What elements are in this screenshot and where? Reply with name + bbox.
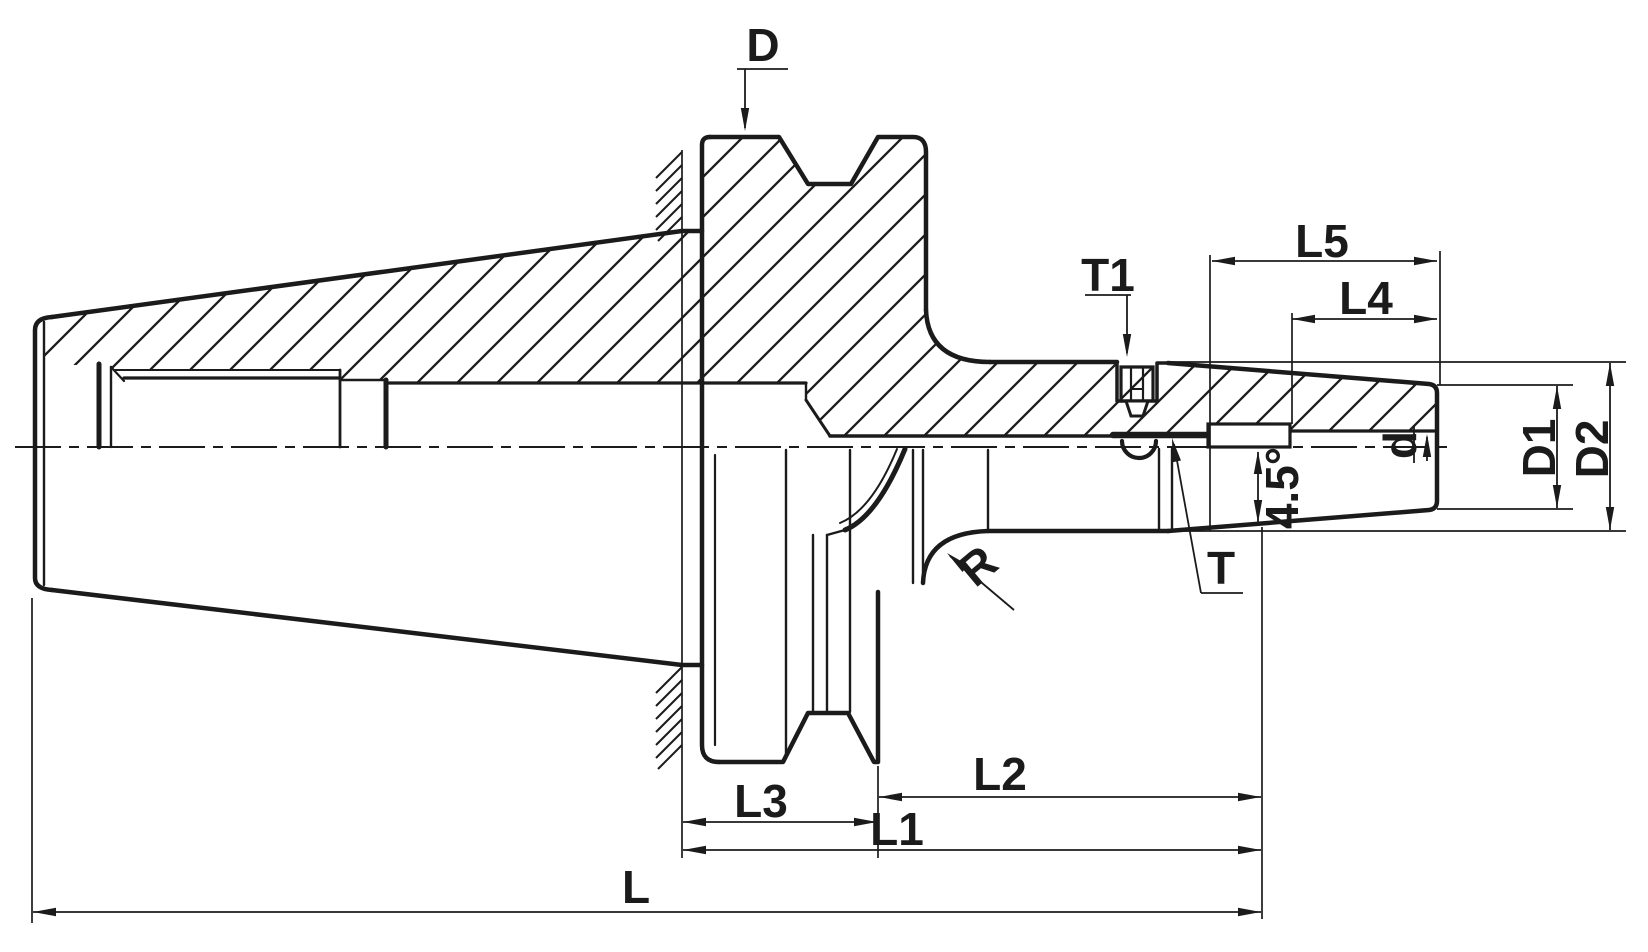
set-screw (1119, 365, 1155, 418)
dim-label-total-length-L: L (622, 861, 650, 913)
extension-lines (31, 251, 1626, 923)
flange-bottom-groove-profile (716, 589, 881, 765)
dim-label-flange-width-L3: L3 (734, 775, 788, 827)
section-hatch-area (45, 139, 1437, 436)
dim-label-diameter-D2: D2 (1566, 420, 1618, 479)
taper-top-line (49, 228, 685, 320)
dim-label-nose-length-L5: L5 (1295, 215, 1349, 267)
external-view-edges (713, 446, 1174, 758)
taper-bottom-line (49, 587, 685, 668)
dimension-labels: D T1 L5 L4 L3 L2 L1 L T R 4.5° d D1 D2 (622, 19, 1618, 913)
set-screw-tip (1123, 399, 1151, 418)
bore-entry-chamfer (109, 365, 126, 383)
bore-step-chamfer (804, 398, 832, 438)
dim-label-bore-d: d (1374, 431, 1426, 459)
undercut-step (825, 528, 847, 537)
dim-label-nose-length-L4: L4 (1339, 272, 1393, 324)
internal-lines (42, 320, 1436, 587)
set-screw-slot (1115, 360, 1170, 403)
dim-label-length-L1: L1 (870, 803, 924, 855)
dim-label-taper-angle: 4.5° (1256, 447, 1308, 529)
thread-insert-section (1206, 422, 1292, 449)
dim-label-flange-diameter: D (746, 19, 779, 71)
dim-label-fillet-radius-R: R (948, 535, 1007, 596)
undercut-contour-inner (839, 448, 898, 524)
arrowheads (33, 108, 1615, 917)
gauge-step-lines (679, 228, 705, 668)
flange-left-face (699, 134, 722, 765)
gauge-hatch-ticks-bottom (655, 666, 683, 770)
undercut-contour-outer (842, 446, 908, 533)
gauge-hatch-ticks-top (655, 151, 683, 242)
dim-label-set-screw-thread: T1 (1081, 249, 1135, 301)
dim-label-body-length-L2: L2 (973, 748, 1027, 800)
cross-hole-arc (1119, 438, 1159, 461)
shank-left-face (32, 314, 55, 593)
leader-T (1173, 443, 1202, 594)
dim-label-internal-thread-T: T (1207, 542, 1235, 594)
set-screw-body (1119, 365, 1155, 403)
flange-top-groove-profile (707, 134, 929, 313)
gauge-plane (655, 150, 683, 858)
flange-body-fillet-top (923, 307, 993, 365)
dim-label-diameter-D1: D1 (1513, 419, 1565, 478)
